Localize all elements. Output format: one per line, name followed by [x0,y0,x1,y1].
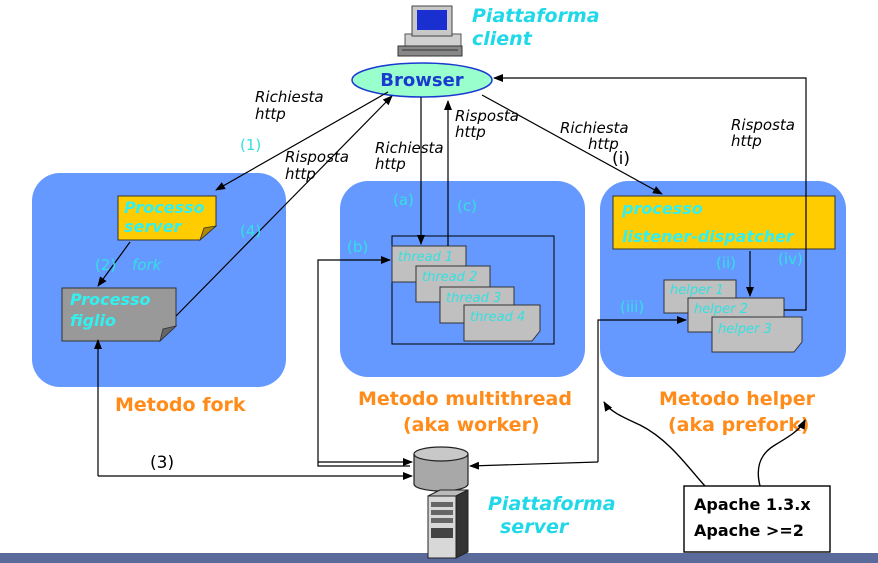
helper-1-label: helper 1 [670,283,724,298]
mt-request-line1: Richiesta [375,139,444,157]
child-process-box [61,287,178,343]
helper-response-line2: http [731,132,762,150]
fork-response-line1: Risposta [285,148,349,166]
client-computer-icon [397,5,463,57]
helper-step-i: (i) [612,149,630,169]
server-process-line2: server [124,217,183,236]
helper-request-line2: http [588,135,619,153]
server-process-box [117,195,218,242]
mt-step-b: (b) [347,238,368,256]
note-pointer-multithread [603,401,706,487]
listener-line2: listener-dispatcher [622,227,795,246]
child-process-line2: figlio [70,311,116,330]
mt-db-link [317,256,410,467]
server-platform-line1: Piattaforma [488,493,616,515]
server-platform-line2: server [500,516,570,538]
mt-method-title-line2: (aka worker) [403,414,540,436]
fork-request-arrow [215,91,389,191]
thread-pool-frame [391,235,555,345]
fork-arrow [97,241,131,287]
child-process-line1: Processo [70,290,151,309]
apache-note-line1: Apache 1.3.x [694,495,811,514]
listener-dispatcher-box [612,195,836,250]
client-platform-line1: Piattaforma [472,5,600,27]
helper-request-line1: Richiesta [560,119,629,137]
client-platform-line2: client [472,28,533,50]
mt-response-line1: Risposta [455,107,519,125]
fork-step2: (2) [95,256,116,274]
helper-2-label: helper 2 [694,302,748,317]
fork-step3: (3) [150,453,174,473]
server-tower-icon [427,489,469,559]
fork-step2-label: fork [132,256,163,274]
fork-step1: (1) [240,136,261,154]
mt-request-line2: http [375,155,406,173]
helper-step-ii: (ii) [716,254,736,272]
thread-4-box [463,304,541,342]
listener-line1: processo [621,199,703,218]
helper-3-box [711,316,803,353]
mt-step-a: (a) [393,191,414,209]
thread-2-label: thread 2 [422,270,477,285]
thread-1-label: thread 1 [398,250,453,265]
apache-note-box [683,485,831,553]
mt-method-title-line1: Metodo multithread [358,388,572,410]
apache-note-line2: Apache >=2 [694,521,804,540]
helper-method-title-line1: Metodo helper [659,388,816,410]
helper-db-arrow [469,461,599,470]
helper-response-arrow [493,74,807,311]
browser-node [351,62,493,98]
fork-request-line1: Richiesta [255,88,324,106]
helper-db-link [597,316,687,462]
thread-4-label: thread 4 [470,310,525,325]
helper-step-iv: (iv) [778,250,803,268]
fork-method-title: Metodo fork [115,394,246,416]
helper-method-title-line2: (aka prefork) [668,414,809,436]
note-pointer-helper [757,419,806,487]
helper-3-label: helper 3 [718,322,772,337]
fork-response-line2: http [285,165,316,183]
helper-request-arrow [481,94,663,195]
mt-step-c: (c) [457,197,477,215]
helper-step-iii: (iii) [620,298,644,316]
fork-step4: (4) [240,222,261,240]
mt-response-line2: http [455,123,486,141]
browser-label: Browser [380,70,464,91]
fork-request-line2: http [255,105,286,123]
thread-3-label: thread 3 [446,291,501,306]
fork-response-arrow [175,95,393,317]
server-process-line1: Processo [124,198,205,217]
database-icon [413,446,469,492]
helper-response-line1: Risposta [731,116,795,134]
